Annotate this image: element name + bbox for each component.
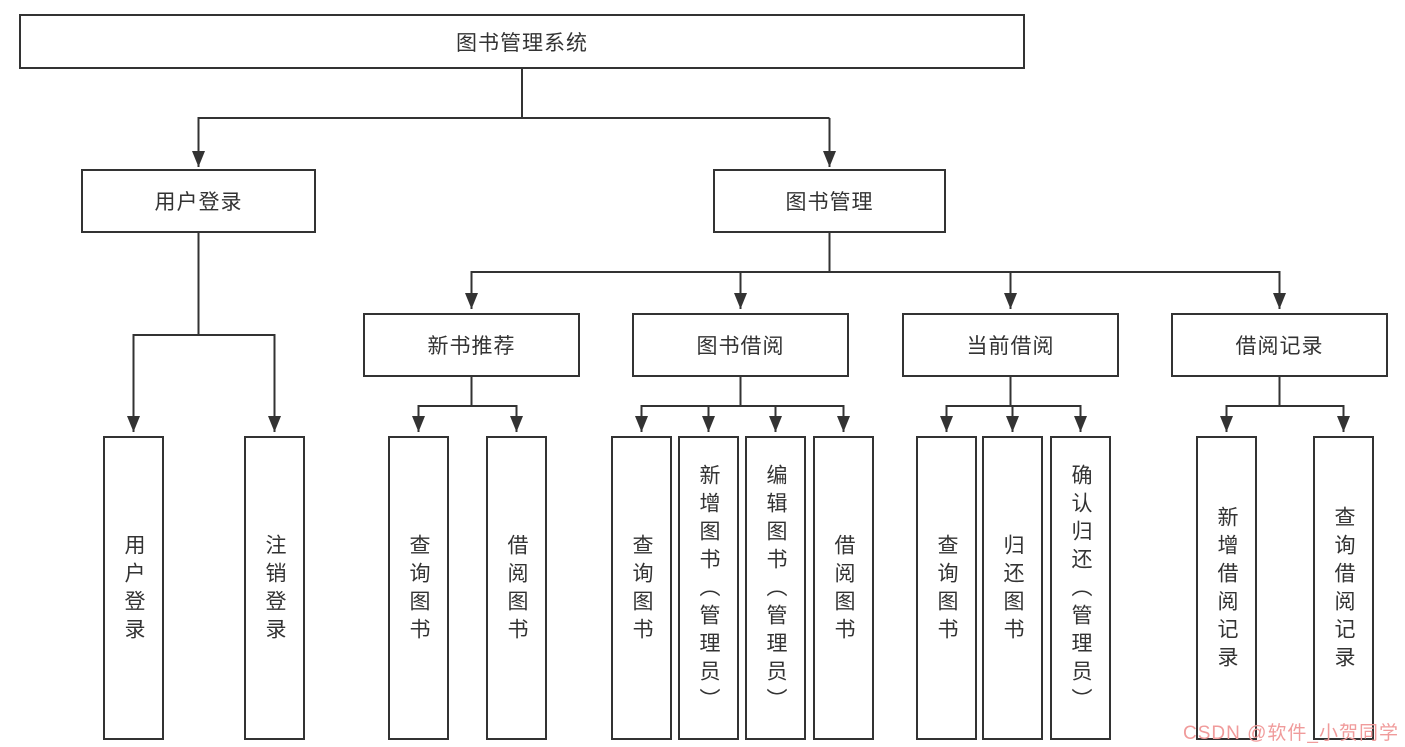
- leaf-borrow-query-books: 查询图书: [611, 436, 672, 740]
- leaf-borrow-borrow-books: 借阅图书: [813, 436, 874, 740]
- node-root-library-system: 图书管理系统: [19, 14, 1025, 69]
- leaf-current-confirm-return-admin: 确认归还（管理员）: [1050, 436, 1111, 740]
- leaf-user-login: 用户登录: [103, 436, 164, 740]
- leaf-current-return-books: 归还图书: [982, 436, 1043, 740]
- node-new-book-recommend: 新书推荐: [363, 313, 580, 377]
- csdn-watermark: CSDN @软件_小贺同学: [1183, 723, 1399, 744]
- leaf-recommend-borrow-books: 借阅图书: [486, 436, 547, 740]
- leaf-borrow-edit-books-admin: 编辑图书（管理员）: [745, 436, 806, 740]
- leaf-current-query-books: 查询图书: [916, 436, 977, 740]
- leaf-borrow-add-books-admin: 新增图书（管理员）: [678, 436, 739, 740]
- node-current-borrow: 当前借阅: [902, 313, 1119, 377]
- node-book-borrow: 图书借阅: [632, 313, 849, 377]
- node-book-management: 图书管理: [713, 169, 946, 233]
- leaf-records-query-record: 查询借阅记录: [1313, 436, 1374, 740]
- leaf-logout: 注销登录: [244, 436, 305, 740]
- node-user-login: 用户登录: [81, 169, 316, 233]
- leaf-recommend-query-books: 查询图书: [388, 436, 449, 740]
- leaf-records-add-record: 新增借阅记录: [1196, 436, 1257, 740]
- node-borrow-records: 借阅记录: [1171, 313, 1388, 377]
